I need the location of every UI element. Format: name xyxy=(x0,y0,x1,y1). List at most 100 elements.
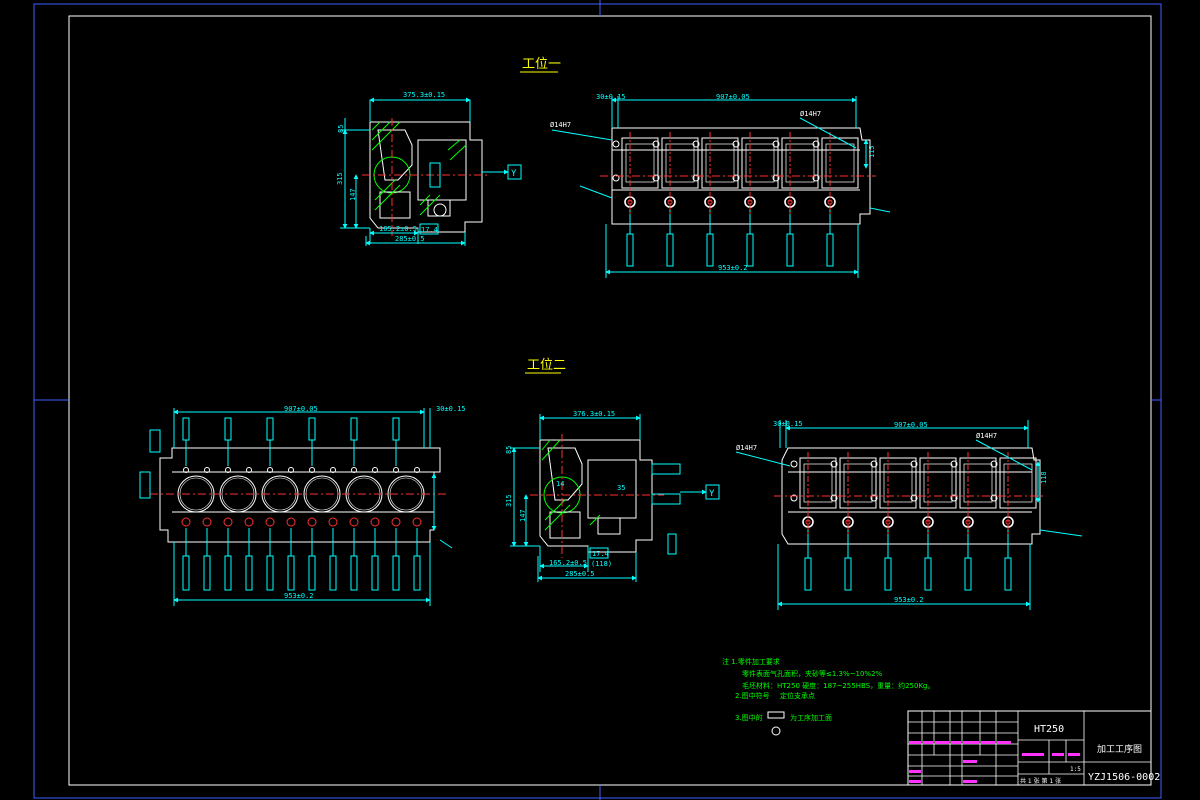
s1-top-width: 375.3±0.15 xyxy=(403,91,445,99)
stud-hole xyxy=(652,174,660,182)
stud-hole xyxy=(772,174,780,182)
hole-tag xyxy=(746,233,754,267)
cylinder-liner xyxy=(883,463,913,503)
hole-tag xyxy=(804,557,812,591)
y-tag-1: Y xyxy=(511,169,517,179)
hole-tag xyxy=(245,555,253,591)
s1-left-top: 85 xyxy=(337,125,345,133)
cylinder-bay xyxy=(781,137,819,189)
cylinder-bore xyxy=(303,475,341,513)
hole-tag xyxy=(413,555,421,591)
cylinder-bay xyxy=(701,137,739,189)
hole-tag-top xyxy=(224,417,232,441)
stud-hole xyxy=(870,494,878,502)
stud-hole xyxy=(830,494,838,502)
s2-left-span: 907±0.05 xyxy=(284,405,318,413)
stud-hole xyxy=(830,460,838,468)
s2-right-height: 118 xyxy=(1040,471,1048,484)
hole-tag-top xyxy=(350,417,358,441)
top-stud xyxy=(372,467,378,473)
cylinder-liner xyxy=(625,143,655,183)
cylinder-bay xyxy=(959,457,997,509)
hole-tag xyxy=(350,555,358,591)
cylinder-bay xyxy=(741,137,779,189)
station2-right-view: 30±0.15 907±0.05 953±0.2 Ø14H7 Ø14H7 118 xyxy=(735,420,1083,610)
note-line-3: 毛坯材料：HT250 硬度：187~255HBS，重量：约250Kg。 xyxy=(742,681,935,690)
s2-mid-inner: 165.2±0.5 xyxy=(549,559,587,567)
cylinder-liner xyxy=(843,463,873,503)
s2-right-hole-left: Ø14H7 xyxy=(736,444,757,452)
s2-right-total: 953±0.2 xyxy=(894,596,924,604)
top-stud xyxy=(183,467,189,473)
note-line-2: 零件表面气孔面积，夹砂等≤1.3%~10%2% xyxy=(742,669,883,678)
bolt-hole xyxy=(328,517,338,527)
stud-hole xyxy=(990,460,998,468)
cylinder-liner xyxy=(803,463,833,503)
hole-tag xyxy=(924,557,932,591)
s2-mid-35: 35 xyxy=(617,484,625,492)
technical-notes: 注 1.零件加工要求 零件表面气孔面积，夹砂等≤1.3%~10%2% 毛坯材料：… xyxy=(722,657,935,736)
s2-left-offset: 30±0.15 xyxy=(436,405,466,413)
stud-hole xyxy=(772,140,780,148)
hole-tag xyxy=(844,557,852,591)
cylinder-bay xyxy=(919,457,957,509)
stud-hole xyxy=(790,460,798,468)
s1-bottom-width: 285±0.5 xyxy=(395,235,425,243)
top-stud xyxy=(393,467,399,473)
cylinder-liner xyxy=(923,463,953,503)
note-line-4: 2.图中符号 xyxy=(735,691,770,700)
hole-tag xyxy=(826,233,834,267)
top-stud xyxy=(414,467,420,473)
hole-tag-top xyxy=(392,417,400,441)
bolt-hole xyxy=(265,517,275,527)
s1-left-small: 147 xyxy=(349,188,357,201)
s1-right-total: 953±0.2 xyxy=(718,264,748,272)
stud-hole xyxy=(990,494,998,502)
cylinder-bay xyxy=(661,137,699,189)
s2-mid-top: 85 xyxy=(505,446,513,454)
note-line-5: 定位支承点 xyxy=(780,691,815,700)
stud-hole xyxy=(950,494,958,502)
cylinder-bay xyxy=(821,137,859,189)
stud-hole xyxy=(870,460,878,468)
s1-left-height: 315 xyxy=(336,172,344,185)
bolt-hole xyxy=(412,517,422,527)
top-stud xyxy=(225,467,231,473)
s1-right-offset: 30±0.15 xyxy=(596,93,626,101)
bolt-hole xyxy=(244,517,254,527)
bolt-hole xyxy=(181,517,191,527)
stud-hole xyxy=(732,140,740,148)
s2-mid-small: 147 xyxy=(519,509,527,522)
stud-hole xyxy=(950,460,958,468)
station2-title: 工位二 xyxy=(525,358,566,374)
hole-tag xyxy=(203,555,211,591)
s1-bottom-inner: 165.2±0.5 xyxy=(379,225,417,233)
stud-hole xyxy=(910,460,918,468)
sheet-frame xyxy=(33,0,1162,800)
tb-drawing-name: 加工工序图 xyxy=(1097,743,1142,755)
hole-tag xyxy=(786,233,794,267)
station1-title-text: 工位一 xyxy=(522,57,561,72)
s1-right-hole-right: Ø14H7 xyxy=(800,110,821,118)
station2-left-view: 907±0.05 30±0.15 953±0.2 xyxy=(139,405,466,606)
hole-tag xyxy=(329,555,337,591)
station1-title: 工位一 xyxy=(520,57,561,73)
hole-tag xyxy=(371,555,379,591)
s2-mid-height: 315 xyxy=(505,494,513,507)
top-stud xyxy=(267,467,273,473)
hole-tag xyxy=(392,555,400,591)
bolt-hole xyxy=(223,517,233,527)
hole-tag-top xyxy=(266,417,274,441)
hole-tag xyxy=(308,555,316,591)
top-stud xyxy=(330,467,336,473)
hole-tag xyxy=(964,557,972,591)
bolt-hole xyxy=(391,517,401,527)
bore-inner xyxy=(179,477,213,511)
top-stud xyxy=(288,467,294,473)
s2-right-offset: 30±0.15 xyxy=(773,420,803,428)
cylinder-liner xyxy=(963,463,993,503)
cylinder-bay xyxy=(799,457,837,509)
top-stud xyxy=(204,467,210,473)
station2-side-view: 376.3±0.15 315 147 85 165.2±0.5 17.4 (11… xyxy=(505,410,720,582)
s2-mid-width: 376.3±0.15 xyxy=(573,410,615,418)
